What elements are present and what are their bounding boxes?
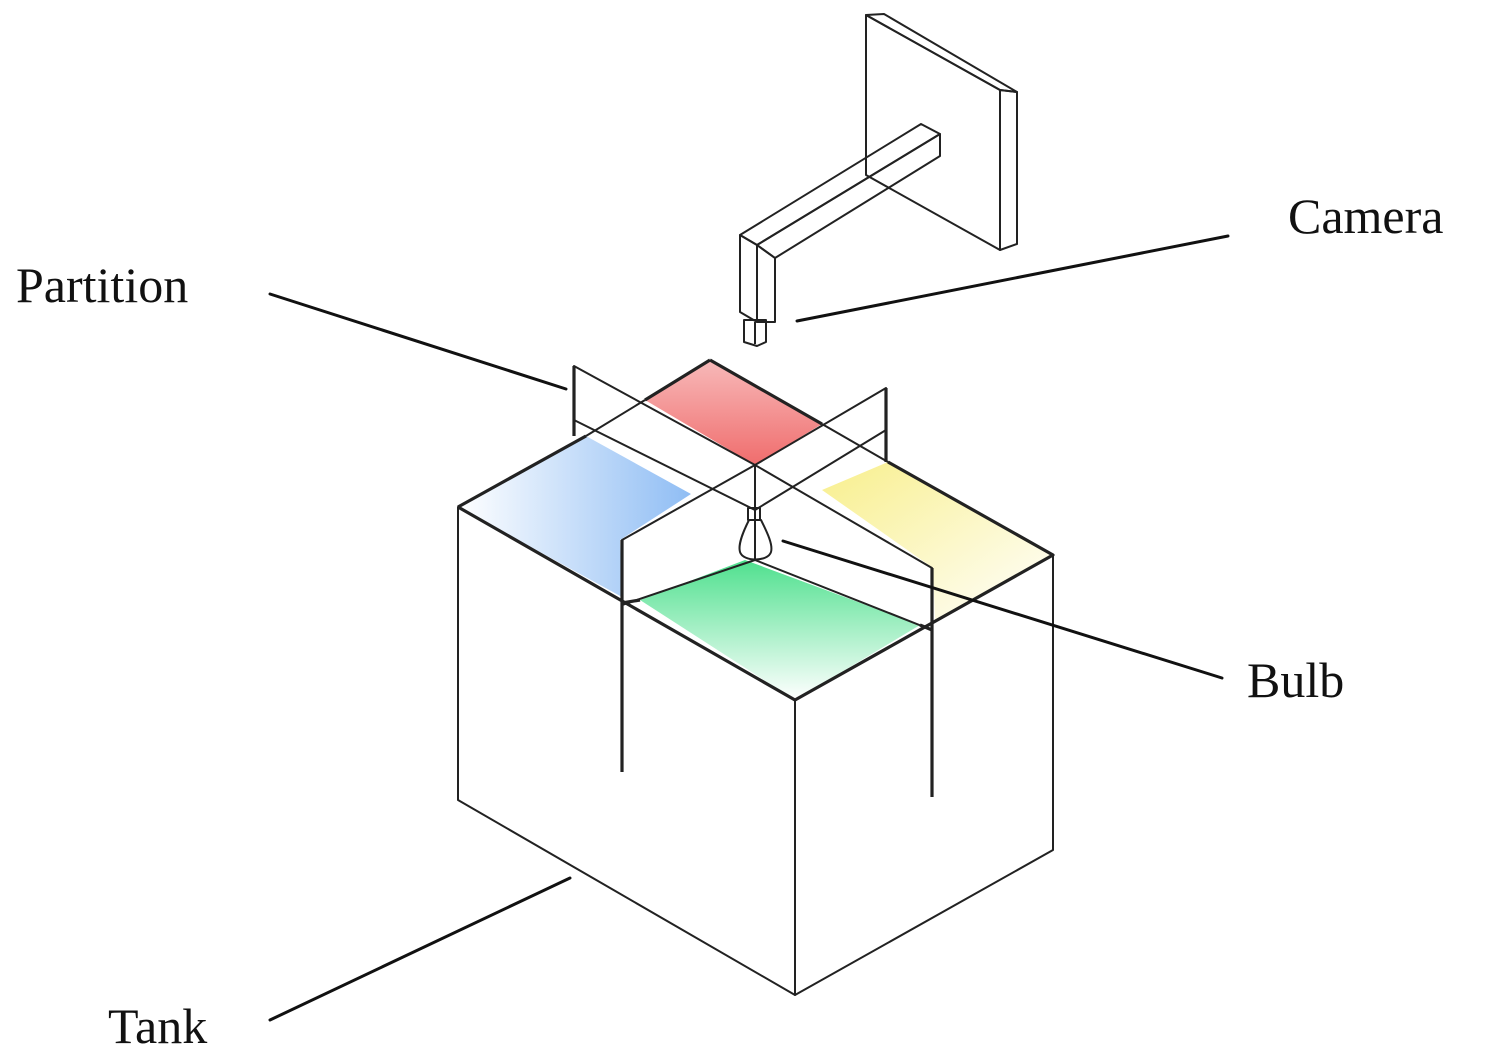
camera-body-side xyxy=(756,244,776,323)
tank xyxy=(457,358,1055,996)
camera-arm-top xyxy=(739,123,941,246)
camera-arm-side xyxy=(756,133,941,259)
camera-wall-plate-side xyxy=(865,13,1018,93)
camera-body-front xyxy=(739,234,758,323)
partition-label: Partition xyxy=(16,257,188,313)
bulb-leader-line xyxy=(781,539,1224,680)
partition-leader-line xyxy=(268,292,568,391)
camera-wall-plate-front xyxy=(865,14,1001,251)
camera xyxy=(739,13,1018,347)
bulb-label: Bulb xyxy=(1247,652,1344,708)
tank-leader-line xyxy=(268,876,572,1022)
tank-rim xyxy=(457,434,587,509)
camera-label: Camera xyxy=(1288,188,1443,244)
camera-wall-plate-edge xyxy=(999,89,1018,251)
bulb xyxy=(738,468,773,561)
camera-lens xyxy=(743,319,767,347)
quadrant-front-green xyxy=(640,560,920,700)
quadrant-back-red xyxy=(645,360,822,465)
bulb-glass xyxy=(738,519,773,561)
quadrant-right-yellow xyxy=(822,462,1053,620)
tank-label: Tank xyxy=(108,998,207,1054)
camera-leader-line xyxy=(795,234,1230,323)
